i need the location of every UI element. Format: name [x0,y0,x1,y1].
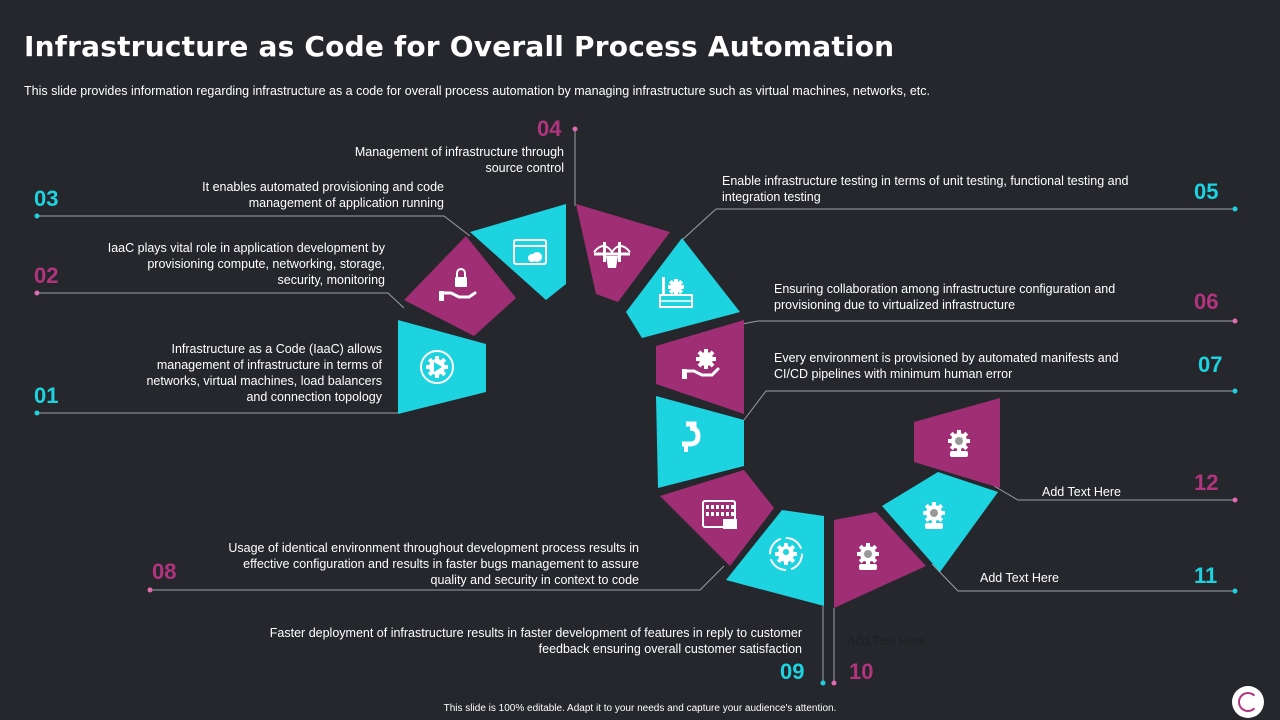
footer-note: This slide is 100% editable. Adapt it to… [443,703,837,714]
item-10-text: Add Text Here [847,634,926,648]
item-09-number: 09 [780,659,805,684]
item-12-text: Add Text Here [1042,485,1121,499]
leader-line-05 [681,208,1235,241]
item-10-number: 10 [849,659,874,684]
leader-line-03 [37,215,471,237]
gear-user-icon [769,537,803,571]
item-09-text: Faster deployment of infrastructure resu… [269,626,802,656]
gear-worker-icon [857,543,879,570]
item-08-number: 08 [152,559,177,584]
leader-dot-03 [34,213,40,219]
item-01-number: 01 [34,383,59,408]
item-04-text: Management of infrastructure through sou… [354,145,564,175]
item-03-text: It enables automated provisioning and co… [202,180,444,210]
item-04-number: 04 [537,116,562,141]
item-01-text: Infrastructure as a Code (IaaC) allows m… [146,342,382,404]
item-07-number: 07 [1198,352,1223,377]
segment-09 [726,510,824,606]
pipe-icon [682,421,701,452]
segment-08 [660,470,774,566]
page-subtitle: This slide provides information regardin… [24,84,930,98]
page-title: Infrastructure as Code for Overall Proce… [24,30,895,63]
browser-cloud-icon [513,239,547,265]
leader-line-06 [741,320,1235,325]
leader-dot-09 [820,680,826,686]
leader-dot-02 [34,290,40,296]
item-02-text: IaaC plays vital role in application dev… [107,241,385,287]
gear-worker-icon [923,502,945,529]
leader-dot-08 [147,587,153,593]
leader-dot-11 [1232,588,1238,594]
item-02-number: 02 [34,263,59,288]
segment-11 [882,472,998,572]
factory-gear-icon [659,277,693,308]
leader-dot-07 [1232,388,1238,394]
gear-play-icon [420,350,454,384]
item-03-number: 03 [34,186,59,211]
leader-dot-06 [1232,318,1238,324]
segment-10 [834,512,926,608]
leader-dot-05 [1232,206,1238,212]
item-05-number: 05 [1194,179,1219,204]
item-08-text: Usage of identical environment throughou… [228,541,639,587]
hand-lock-icon [439,268,477,301]
leader-dot-12 [1232,497,1238,503]
item-07-text: Every environment is provisioned by auto… [774,351,1119,381]
leader-dot-01 [34,410,40,416]
segment-03 [470,204,566,300]
binary-code-icon [702,500,737,529]
leader-line-12 [993,485,1235,501]
item-06-number: 06 [1194,289,1219,314]
leader-line-11 [931,563,1235,592]
leader-dot-10 [831,680,837,686]
gear-worker-icon [948,430,970,457]
item-11-number: 11 [1194,563,1218,588]
bridge-icon [593,242,631,268]
leader-line-02 [37,292,405,309]
item-11-text: Add Text Here [980,571,1059,585]
item-12-number: 12 [1194,470,1219,495]
leader-dot-04 [572,126,578,132]
item-05-text: Enable infrastructure testing in terms o… [722,174,1129,204]
leader-line-08 [150,565,725,591]
item-06-text: Ensuring collaboration among infrastruct… [774,282,1116,312]
brand-logo [1232,686,1264,718]
leader-line-07 [743,390,1235,421]
segment-07 [656,396,744,488]
hand-gear-icon [682,349,720,379]
